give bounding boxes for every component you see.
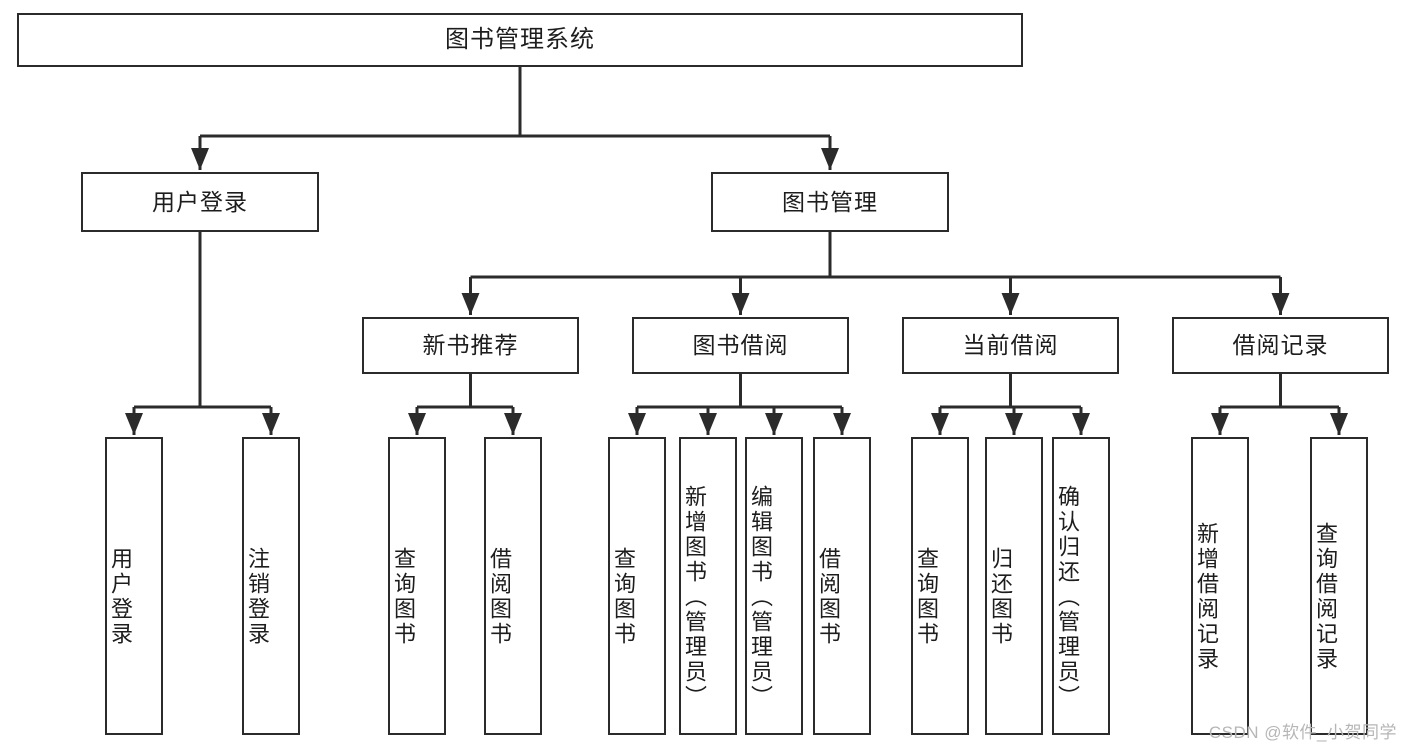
- node-label: 借阅记录: [1232, 332, 1329, 359]
- node-leaf-borrow-book-1[interactable]: 借阅图书: [484, 437, 542, 735]
- node-label: 图书管理: [782, 188, 878, 215]
- node-borrow-record[interactable]: 借阅记录: [1172, 317, 1389, 374]
- node-leaf-add-record[interactable]: 新增借阅记录: [1191, 437, 1249, 735]
- node-leaf-query-record[interactable]: 查询借阅记录: [1310, 437, 1368, 735]
- node-label: 归还图书: [987, 547, 1013, 647]
- node-label: 当前借阅: [962, 332, 1059, 359]
- node-label: 新增借阅记录: [1193, 522, 1219, 672]
- node-label: 新增图书（管理员）: [681, 484, 707, 710]
- watermark-text: CSDN @软件_小贺同学: [1208, 723, 1397, 742]
- node-leaf-confirm-return[interactable]: 确认归还（管理员）: [1052, 437, 1110, 735]
- node-leaf-borrow-book-2[interactable]: 借阅图书: [813, 437, 871, 735]
- node-label: 用户登录: [107, 547, 133, 647]
- node-leaf-query-book-1[interactable]: 查询图书: [388, 437, 446, 735]
- node-leaf-return-book[interactable]: 归还图书: [985, 437, 1043, 735]
- node-label: 查询借阅记录: [1312, 522, 1338, 672]
- node-label: 查询图书: [610, 547, 636, 647]
- node-leaf-user-logout[interactable]: 注销登录: [242, 437, 300, 735]
- node-leaf-query-book-2[interactable]: 查询图书: [608, 437, 666, 735]
- node-label: 图书借阅: [692, 332, 789, 359]
- node-label: 编辑图书（管理员）: [747, 484, 773, 710]
- node-leaf-add-book[interactable]: 新增图书（管理员）: [679, 437, 737, 735]
- node-root[interactable]: 图书管理系统: [17, 13, 1023, 67]
- node-label: 新书推荐: [422, 332, 519, 359]
- node-leaf-edit-book[interactable]: 编辑图书（管理员）: [745, 437, 803, 735]
- node-label: 图书管理系统: [445, 26, 595, 53]
- node-label: 查询图书: [390, 547, 416, 647]
- node-label: 注销登录: [244, 547, 270, 647]
- node-leaf-query-book-3[interactable]: 查询图书: [911, 437, 969, 735]
- node-label: 查询图书: [913, 547, 939, 647]
- node-book-manage[interactable]: 图书管理: [711, 172, 949, 232]
- node-label: 借阅图书: [486, 547, 512, 647]
- node-leaf-user-login[interactable]: 用户登录: [105, 437, 163, 735]
- node-label: 借阅图书: [815, 547, 841, 647]
- node-label: 用户登录: [152, 188, 248, 215]
- node-book-borrow[interactable]: 图书借阅: [632, 317, 849, 374]
- node-new-book-recommend[interactable]: 新书推荐: [362, 317, 579, 374]
- node-user-login[interactable]: 用户登录: [81, 172, 319, 232]
- node-current-borrow[interactable]: 当前借阅: [902, 317, 1119, 374]
- node-label: 确认归还（管理员）: [1054, 484, 1080, 710]
